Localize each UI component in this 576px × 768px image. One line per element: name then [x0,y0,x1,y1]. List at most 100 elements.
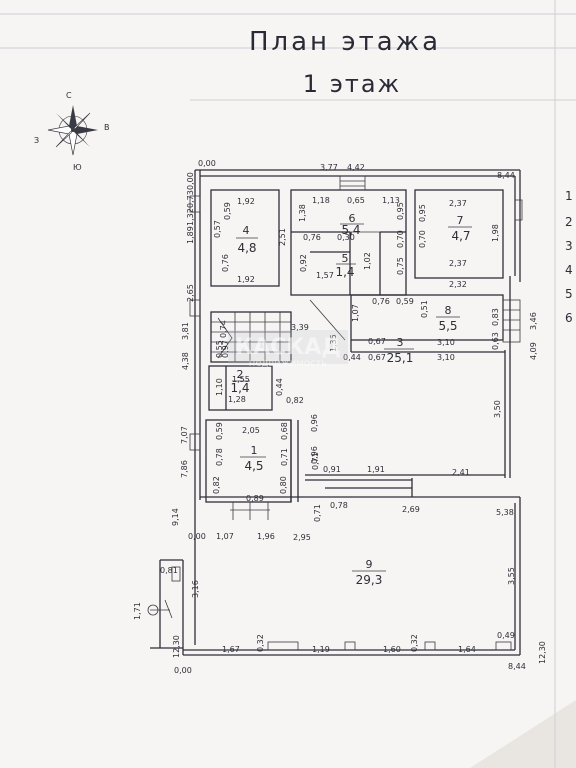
dim-label: 0,78 [330,501,348,510]
dim-label: 2,65 [186,284,195,302]
plan-walls [147,169,523,656]
dim-label: 0,96 [310,414,319,432]
dim-label: 12,30 [538,641,547,664]
dim-label: 2,41 [452,468,470,477]
dim-label: 2,32 [449,280,467,289]
dim-label: 0,71 [311,452,320,470]
dim-label: 0,76 [303,233,321,242]
dim-label: 0,59 [223,202,232,220]
dim-label: 1,07 [351,304,360,322]
dim-label: 4,09 [529,342,538,360]
dim-label: 0,76 [372,297,390,306]
dim-label: 1,96 [257,532,275,541]
dim-label: 0,00 [174,666,192,675]
margin-note: 4 [565,263,573,277]
dim-label: 2,69 [402,505,420,514]
room-6-area: 5,4 [341,223,360,237]
margin-notes: 1 2 3 4 5 6 [565,189,573,325]
dim-label: 1,28 [228,395,246,404]
room-8-area: 5,5 [438,319,457,333]
dim-label: 0,30 [337,233,355,242]
dim-label: 2,51 [278,228,287,246]
dim-label: 0,51 [420,300,429,318]
dim-label: 0,92 [299,254,308,272]
dim-label: 0,74 [219,320,228,338]
dim-label: 5,38 [496,508,514,517]
dim-label: 3,16 [191,580,200,598]
dim-label: 3,46 [529,312,538,330]
dim-label: 0,70 [396,230,405,248]
dim-label: 9,14 [171,508,180,526]
dim-label: 3,55 [507,567,516,585]
dim-label: 0,95 [396,202,405,220]
room-5-area: 1,4 [335,265,354,279]
dim-label: 1,67 [222,645,240,654]
room-3-number: 3 [397,336,404,349]
paper-shadow [470,700,576,768]
room-3-area: 25,1 [387,351,414,365]
margin-note: 5 [565,287,573,301]
room-labels: 4 4,8 6 5,4 5 1,4 7 4,7 8 5,5 3 25,1 2 1… [230,212,472,587]
room-7-area: 4,7 [451,229,470,243]
dim-label: 4,42 [347,163,365,172]
dim-label: 0,81 [160,566,178,575]
dim-label: 0,65 [347,196,365,205]
watermark-sub: недвижимость [249,358,327,369]
dim-label: 0,00 [186,172,195,190]
dim-label: 0,83 [491,308,500,326]
dim-label: 0,70 [418,230,427,248]
dim-label: 0,59 [215,422,224,440]
dim-label: 0,44 [343,353,361,362]
dim-label: 7,86 [180,460,189,478]
dim-label: 0,32 [410,634,419,652]
dim-label: 1,38 [298,204,307,222]
dim-label: 0,95 [418,204,427,222]
dim-label: 7,07 [180,426,189,444]
dim-label: 1,32 [186,208,195,226]
room-6-number: 6 [349,212,356,225]
dim-label: 2,95 [293,533,311,542]
dim-label: 0,97 [221,340,230,358]
dim-label: 1,13 [382,196,400,205]
dim-label: 0,44 [275,378,284,396]
dim-label: 0,91 [323,465,341,474]
dim-label: 12,30 [172,635,181,658]
dim-label: 8,44 [508,662,526,671]
floor-label: 1 этаж [303,70,401,98]
room-2-number: 2 [237,368,244,381]
dim-label: 0,71 [280,448,289,466]
dim-label: 0,00 [188,532,206,541]
dim-label: 1,91 [367,465,385,474]
dim-label: 0,75 [396,257,405,275]
dim-label: 4,38 [181,352,190,370]
dim-label: 0,82 [286,396,304,405]
margin-note: 6 [565,311,573,325]
dim-label: 3,10 [437,353,455,362]
dim-label: 3,50 [493,400,502,418]
dim-label: 1,71 [133,602,142,620]
dim-label: 1,57 [316,271,334,280]
dim-label: 3,81 [181,322,190,340]
dim-label: 1,55 [232,375,250,384]
dim-label: 0,68 [280,422,289,440]
room-2-area: 1,4 [230,381,249,395]
dim-label: 1,02 [363,252,372,270]
compass-west: З [34,136,39,145]
dim-label: 0,89 [246,494,264,503]
room-9-area: 29,3 [356,573,383,587]
dim-label: 0,59 [396,297,414,306]
dim-label: 0,76 [221,254,230,272]
dim-label: 1,18 [312,196,330,205]
page-title: План этажа [249,27,441,57]
margin-note: 1 [565,189,573,203]
dim-label: 0,96 [310,446,319,464]
dim-label: 3,77 [320,163,338,172]
dim-label: 0,57 [213,220,222,238]
dim-label: 3,10 [437,338,455,347]
dim-label: 0,00 [198,159,216,168]
dim-label: 1,60 [383,645,401,654]
dim-label: 0,82 [212,476,221,494]
room-1-area: 4,5 [244,459,263,473]
dim-label: 0,63 [491,332,500,350]
